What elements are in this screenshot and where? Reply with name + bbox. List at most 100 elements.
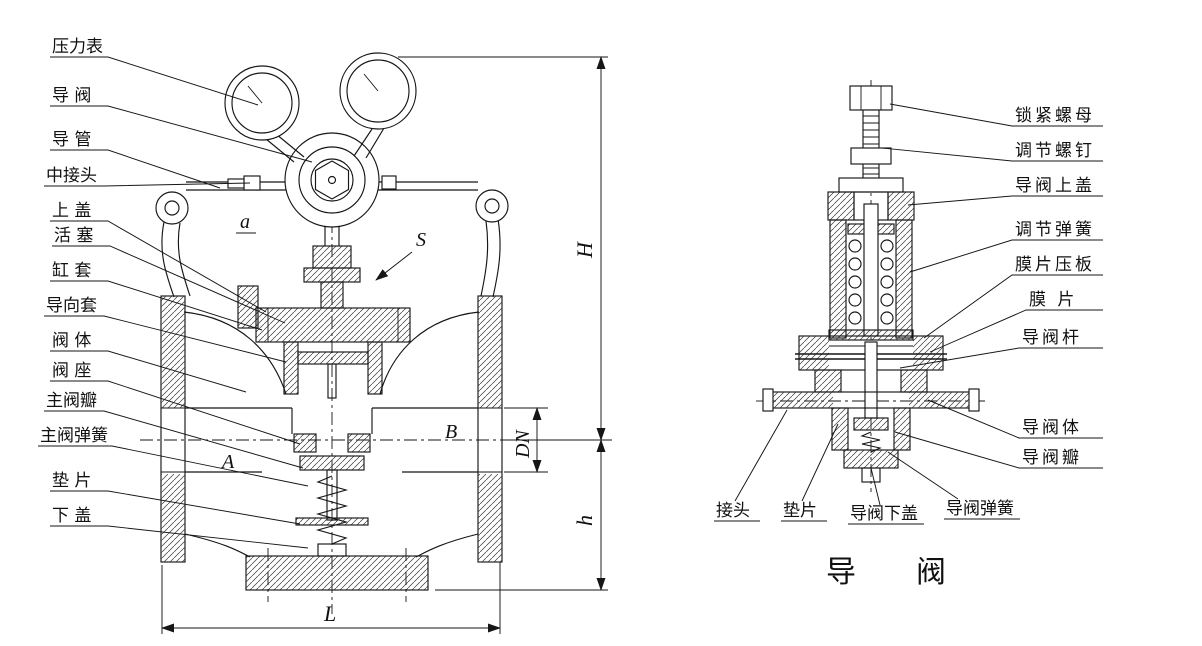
- main-spring-coil: [315, 475, 349, 545]
- leader-line: [909, 239, 1103, 273]
- leader-line: [881, 147, 1103, 162]
- upper-cover-flange: [255, 307, 411, 343]
- callout-label: 导向套: [46, 296, 97, 316]
- leader-line: [889, 103, 1103, 127]
- screw-head: [849, 85, 893, 111]
- callout-pilot-body: 导阀体: [927, 399, 1103, 439]
- leader-line: [50, 380, 301, 445]
- callout-label: 上 盖: [52, 201, 91, 221]
- dim-S-label: S: [416, 229, 426, 251]
- pilot-valve-detail: [756, 80, 986, 492]
- callout-label: 垫片: [783, 501, 817, 521]
- lock-nut-part: [850, 147, 892, 165]
- joint-right: [968, 388, 980, 412]
- leader-line: [44, 315, 287, 363]
- callout-label: 调节螺钉: [1015, 141, 1095, 161]
- callout-adjusting-screw: 调节螺钉: [881, 141, 1103, 162]
- leader-line: [50, 280, 263, 331]
- callout-label: 缸 套: [52, 260, 91, 281]
- pilot-valve-top: [284, 132, 380, 228]
- sensing-tube: [155, 175, 509, 298]
- callout-label: 膜 片: [1029, 290, 1077, 310]
- dim-H-label: H: [572, 241, 597, 259]
- callout-guide-sleeve: 导向套: [44, 296, 287, 363]
- diaphragm-plate-part: [828, 329, 914, 341]
- callout-label: 阀 体: [52, 331, 91, 351]
- leader-line: [781, 423, 839, 522]
- dim-h-label: h: [572, 515, 597, 526]
- callout-conduit: 导 管: [50, 130, 221, 189]
- pilot-valve-caption: 导 阀: [826, 555, 946, 590]
- leader-line: [899, 347, 1103, 369]
- pilot-stem-stack: [237, 227, 361, 329]
- callout-cylinder-sleeve: 缸 套: [50, 260, 263, 331]
- leader-line: [44, 182, 251, 187]
- callout-label: 锁紧螺母: [1015, 106, 1095, 126]
- leader-line: [50, 350, 247, 393]
- callout-pilot-lower-cover: 导阀下盖: [848, 467, 924, 525]
- spring-push-rod: [863, 203, 879, 337]
- leader-line: [38, 445, 309, 487]
- leader-line: [50, 490, 301, 525]
- pressure-gauge-right-dial: [339, 52, 417, 159]
- gasket-part: [295, 517, 369, 526]
- leader-line: [50, 525, 309, 549]
- seat-right: [347, 433, 371, 453]
- callout-pilot-disc: 导阀瓣: [894, 431, 1103, 469]
- callout-pilot-upper-cover: 导阀上盖: [907, 176, 1103, 206]
- callout-diaphragm-plate: 膜片压板: [923, 255, 1103, 339]
- leader-line: [50, 56, 259, 106]
- leader-line: [887, 451, 1020, 520]
- callout-label: 导阀下盖: [850, 504, 918, 524]
- pilot-disc-part: [853, 417, 889, 431]
- callout-label: 导 阀: [52, 86, 91, 106]
- main-valve-callouts: 压力表 导 阀 导 管 中接头 上 盖 活 塞 缸 套 导向套: [38, 37, 313, 549]
- bottom-cover-flange: [245, 555, 429, 591]
- callout-label: 膜片压板: [1015, 255, 1095, 275]
- pressure-gauge-left-dial: [224, 65, 305, 163]
- callout-pilot-gasket: 垫片: [781, 423, 839, 522]
- screw-shaft: [862, 109, 880, 181]
- callout-label: 导 管: [52, 130, 91, 150]
- callout-valve-body: 阀 体: [50, 331, 247, 393]
- callout-label: 导阀杆: [1022, 328, 1082, 348]
- callout-label: 接头: [716, 501, 750, 521]
- callout-label: 导阀体: [1022, 418, 1082, 438]
- joint-left: [762, 388, 774, 412]
- dim-B-label: B: [445, 421, 457, 443]
- callout-diaphragm: 膜 片: [929, 290, 1103, 353]
- seat-left: [293, 433, 317, 453]
- callout-upper-cover: 上 盖: [50, 201, 267, 313]
- pilot-lower-body: [831, 407, 911, 483]
- callout-label: 调节弹簧: [1015, 220, 1095, 240]
- callout-pressure-gauge: 压力表: [50, 37, 259, 106]
- leader-line: [848, 467, 924, 525]
- callout-label: 垫 片: [52, 471, 91, 491]
- valve-body-shell: [160, 295, 503, 563]
- cylinder-wall-right: [367, 341, 383, 395]
- pilot-stem-part: [864, 341, 878, 419]
- piston-rod: [327, 363, 337, 399]
- leader-line: [44, 410, 304, 469]
- leader-line: [927, 399, 1103, 439]
- callout-label: 压力表: [52, 37, 103, 57]
- callout-main-disc: 主阀瓣: [44, 391, 304, 469]
- callout-main-spring: 主阀弹簧: [38, 426, 309, 487]
- mounting-plate: [762, 388, 980, 412]
- callout-adjusting-spring: 调节弹簧: [909, 220, 1103, 273]
- adjusting-screw-assembly: [849, 85, 893, 181]
- dimensions: H h DN L A B S a: [161, 56, 612, 634]
- callout-pilot-spring: 导阀弹簧: [887, 451, 1020, 520]
- callout-middle-joint: 中接头: [44, 166, 251, 187]
- diaphragm-assembly: [795, 329, 947, 419]
- main-disc-part: [299, 455, 365, 471]
- callout-joint: 接头: [714, 409, 788, 522]
- callout-label: 阀 座: [52, 361, 91, 381]
- callout-lower-cover: 下 盖: [50, 506, 309, 549]
- callout-label: 导阀上盖: [1015, 176, 1095, 196]
- leader-line: [923, 274, 1103, 339]
- callout-label: 中接头: [46, 166, 97, 186]
- pilot-valve-callouts: 锁紧螺母 调节螺钉 导阀上盖 调节弹簧 膜片压板 膜 片 导阀杆 导阀体: [714, 103, 1103, 590]
